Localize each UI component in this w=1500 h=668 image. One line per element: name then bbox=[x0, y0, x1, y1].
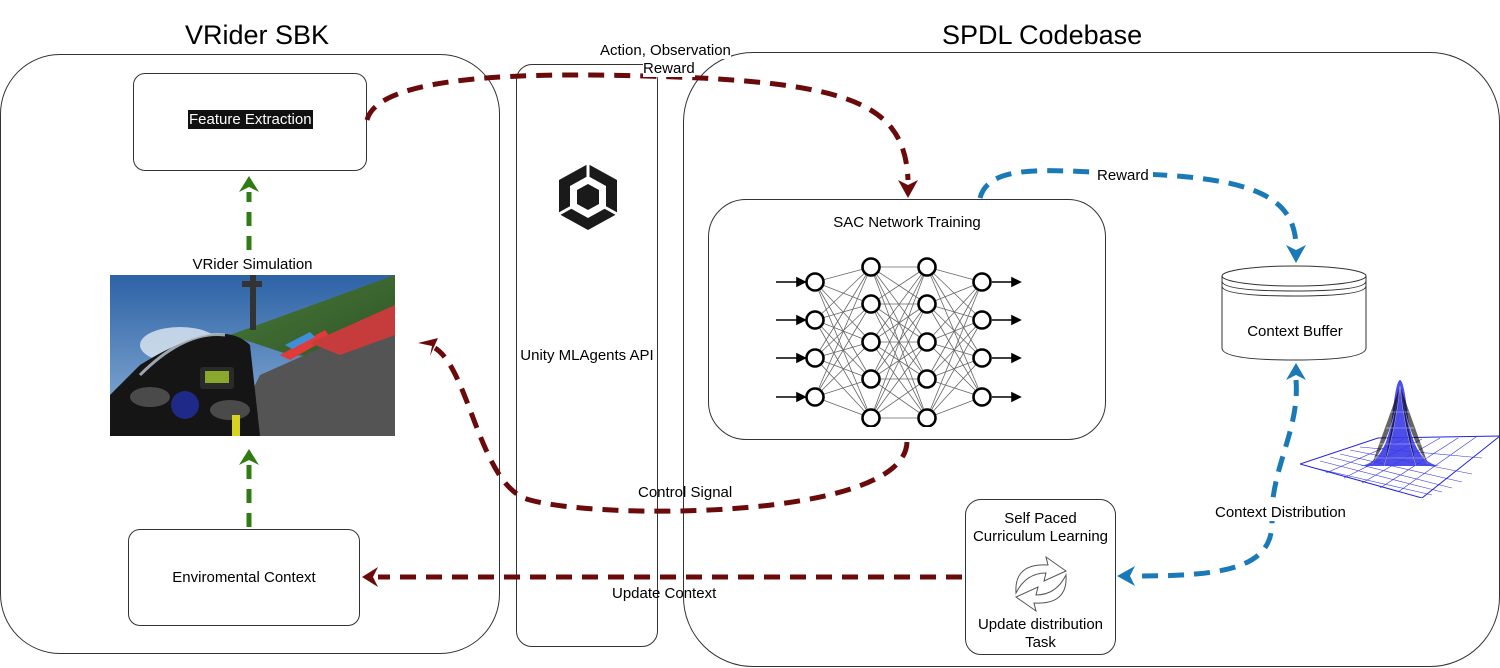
edge-buffer-to-spcl bbox=[1134, 379, 1299, 579]
context-buffer-cylinder bbox=[1221, 265, 1367, 361]
sac-network-training-label: SAC Network Training bbox=[833, 214, 981, 231]
spdl-codebase-title: SPDL Codebase bbox=[942, 20, 1143, 50]
context-distribution-label: Context Distribution bbox=[1215, 504, 1346, 521]
vrider-sbk-title: VRider SBK bbox=[185, 20, 330, 50]
neural-network-diagram bbox=[776, 257, 1022, 427]
environmental-context-box bbox=[128, 529, 360, 626]
control-signal-label: Control Signal bbox=[638, 484, 733, 501]
sac-network-training-box bbox=[708, 199, 1106, 440]
context-buffer-label: Context Buffer bbox=[1247, 323, 1343, 340]
environmental-context-label: Enviromental Context bbox=[172, 569, 316, 586]
spcl-line1: Self Paced bbox=[1004, 510, 1077, 527]
reward-top-label: Reward bbox=[643, 60, 695, 77]
edge-feature-to-sac bbox=[364, 72, 911, 181]
spcl-line3: Update distribution bbox=[977, 616, 1104, 633]
unity-mlagents-label: Unity MLAgents API bbox=[520, 347, 654, 364]
reward-right-label: Reward bbox=[1093, 167, 1153, 184]
spcl-line4: Task bbox=[1025, 634, 1056, 651]
vrider-simulation-image bbox=[110, 275, 395, 436]
self-paced-curriculum-box bbox=[965, 499, 1116, 655]
unity-logo-icon bbox=[558, 164, 618, 230]
feature-extraction-label: Feature Extraction bbox=[188, 110, 313, 129]
update-context-label: Update Context bbox=[612, 585, 717, 602]
gaussian-distribution-plot bbox=[1300, 380, 1500, 498]
cycle-arrows-icon bbox=[1014, 555, 1068, 613]
spcl-line2: Curriculum Learning bbox=[972, 528, 1109, 545]
action-observation-label: Action, Observation bbox=[600, 42, 731, 59]
edge-sac-to-sim bbox=[433, 345, 910, 514]
vrider-simulation-label: VRider Simulation bbox=[192, 256, 313, 273]
unity-mlagents-panel bbox=[516, 64, 658, 647]
